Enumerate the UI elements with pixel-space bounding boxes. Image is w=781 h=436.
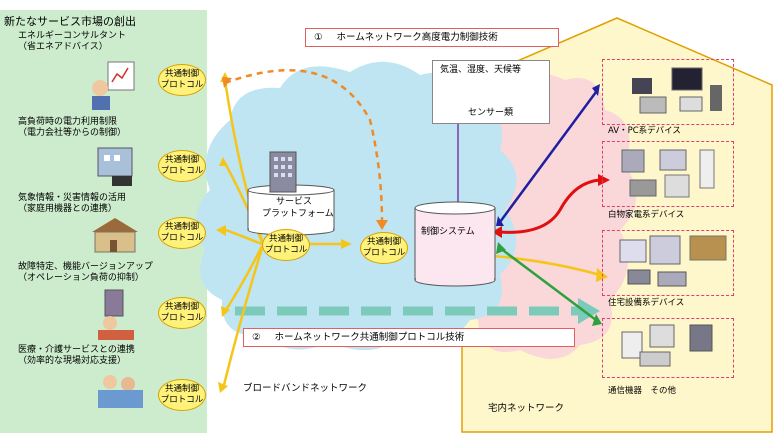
- protocol-flow-arrowhead: [578, 298, 600, 324]
- power-company-illustration: [97, 147, 133, 186]
- service-5-line1: 医療・介護サービスとの連携: [18, 345, 135, 355]
- comm-link: [499, 247, 597, 321]
- protocol-bubble-5: 共通制御プロトコル: [158, 379, 206, 411]
- service-3-line1: 気象情報・災害情報の活用: [18, 193, 127, 203]
- device-box-comm: [602, 318, 734, 378]
- broadband-label: ブロードバンドネットワーク: [243, 383, 367, 394]
- service-4-line1: 故障特定、機能バージョンアップ: [18, 262, 153, 272]
- device-label-comm: 通信機器 その他: [608, 386, 677, 396]
- maintenance-illustration: [98, 289, 134, 340]
- consultant-illustration: [92, 61, 135, 110]
- device-box-av-pc: [602, 59, 734, 125]
- device-label-housing: 住宅設備系デバイス: [608, 298, 685, 308]
- device-label-white-goods: 白物家電系デバイス: [608, 210, 685, 220]
- service-1-line2: （省エネアドバイス）: [18, 42, 108, 52]
- platform-label-1: サービス: [276, 197, 313, 207]
- protocol-bubble-4: 共通制御プロトコル: [158, 297, 206, 329]
- protocol-bubble-3: 共通制御プロトコル: [158, 217, 206, 249]
- protocol-bubble-1: 共通制御プロトコル: [158, 64, 206, 96]
- device-box-housing: [602, 230, 734, 296]
- white-goods-link: [499, 178, 601, 234]
- housing-equipment-devices: [619, 235, 727, 287]
- service-2-line2: （電力会社等からの制御）: [18, 128, 127, 138]
- service-3-line2: （家庭用機器との連携）: [18, 204, 117, 214]
- device-label-av-pc: AV・PC系デバイス: [608, 126, 681, 136]
- sensor-bottom-label: センサー類: [468, 108, 514, 118]
- orange-dashed-arrow: [224, 69, 384, 223]
- control-system-cylinder: [414, 201, 496, 287]
- care-illustration: [98, 375, 143, 408]
- service-5-line2: （効率的な現場対応支援）: [18, 356, 127, 366]
- sensor-box: [432, 60, 550, 124]
- left-panel-title: 新たなサービス市場の創出: [4, 15, 136, 28]
- service-4-line2: （オペレーション負荷の抑制）: [18, 273, 144, 283]
- protocol-bubble-control: 共通制御プロトコル: [360, 232, 408, 264]
- yellow-arrows: [222, 79, 601, 386]
- service-1-line1: エネルギーコンサルタント: [18, 31, 127, 41]
- service-2-line1: 高負荷時の電力利用制限: [18, 117, 118, 127]
- platform-label-2: プラットフォーム: [262, 209, 334, 219]
- av-pc-devices: [632, 67, 722, 114]
- house-illustration: [92, 218, 138, 253]
- sensor-top-label: 気温、湿度、天候等: [440, 65, 522, 75]
- white-goods-devices: [621, 149, 715, 198]
- av-link: [498, 91, 598, 223]
- home-network-label: 宅内ネットワーク: [488, 403, 565, 414]
- control-system-label: 制御システム: [421, 227, 475, 237]
- building-icon: [269, 151, 297, 193]
- protocol-bubble-2: 共通制御プロトコル: [158, 150, 206, 182]
- device-box-white-goods: [602, 141, 734, 207]
- comm-devices: [621, 324, 713, 367]
- pink-cloud: [460, 72, 637, 359]
- protocol-bubble-platform: 共通制御プロトコル: [262, 229, 310, 261]
